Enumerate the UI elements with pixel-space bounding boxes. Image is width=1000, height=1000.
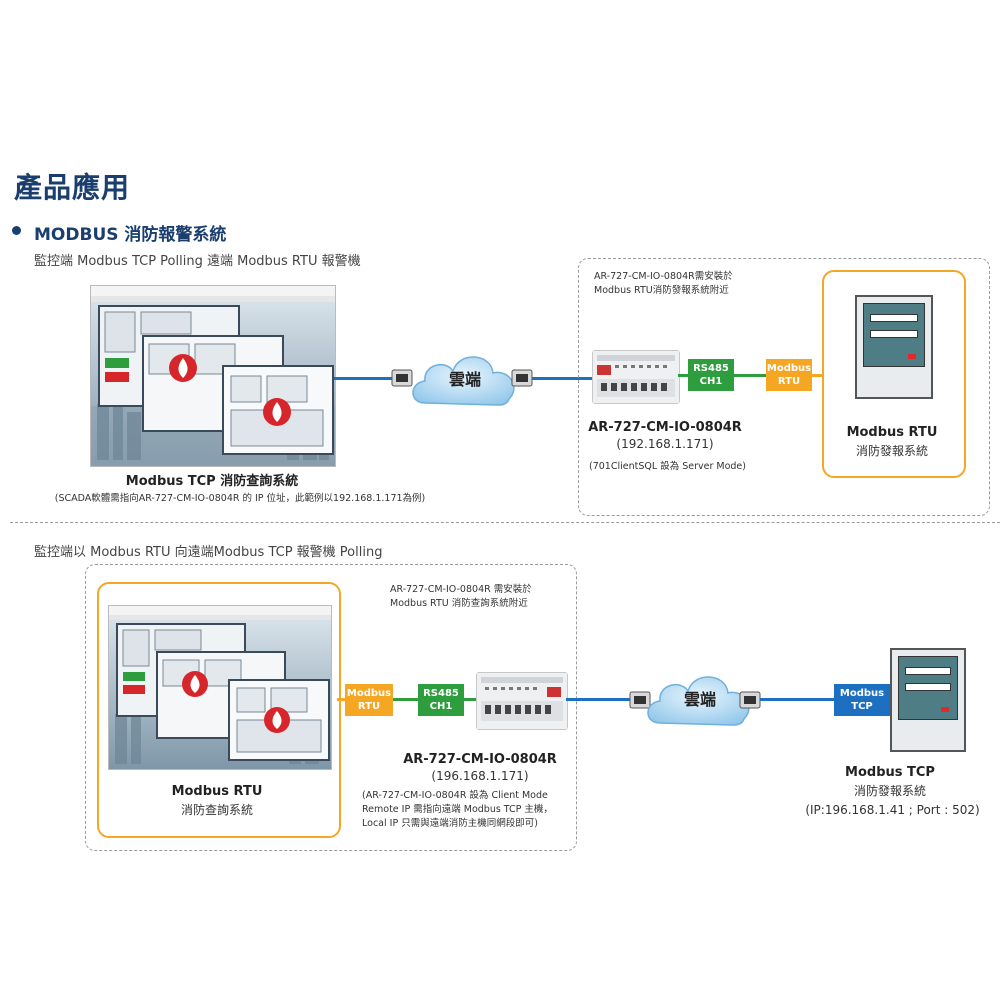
rs485-link — [734, 374, 766, 377]
rs485-link — [393, 698, 418, 701]
alarm-led — [908, 354, 916, 359]
fire-icon — [182, 671, 208, 697]
rs485-link — [678, 374, 688, 377]
scada-screenshot — [108, 605, 332, 770]
device-front-icon — [593, 351, 679, 403]
scada-screenshot — [90, 285, 336, 467]
fire-icon — [264, 707, 290, 733]
fire-icon — [263, 398, 291, 426]
modbus-rtu-link — [337, 698, 345, 701]
cloud-label: 雲端 — [683, 690, 716, 709]
modbus-text: Modbus — [766, 363, 812, 374]
device-front-icon — [477, 673, 567, 729]
modbus-rtu-link — [812, 374, 824, 377]
query-title: Modbus RTU — [171, 784, 263, 799]
network-link — [334, 377, 394, 380]
install-note-line2: Modbus RTU 消防查詢系統附近 — [390, 598, 528, 609]
query-subtitle: 消防查詢系統 — [180, 803, 253, 817]
top-remote-site-box — [578, 258, 990, 516]
rj45-plug-icon — [629, 691, 651, 709]
rj45-plug-icon — [511, 369, 533, 387]
install-note-line1: AR-727-CM-IO-0804R 需安裝於 — [390, 584, 532, 595]
device-ip: (196.168.1.171) — [431, 769, 529, 783]
rtu-text: RTU — [777, 376, 801, 387]
network-link — [760, 698, 834, 701]
device-note-line1: (AR-727-CM-IO-0804R 設為 Client Mode — [362, 790, 548, 801]
ar-727-device — [476, 672, 568, 730]
fire-icon — [169, 354, 197, 382]
scada-title: Modbus TCP 消防查詢系統 — [125, 474, 299, 489]
modbus-text: Modbus — [346, 688, 392, 699]
alarm-led — [941, 707, 949, 712]
top-description: 監控端 Modbus TCP Polling 遠端 Modbus RTU 報警機 — [34, 254, 361, 269]
device-name: AR-727-CM-IO-0804R — [403, 752, 557, 767]
server-slot — [905, 683, 951, 691]
alarm-subtitle: 消防發報系統 — [855, 444, 928, 458]
server-cabinet-icon — [855, 295, 933, 399]
alarm-subtitle: 消防發報系統 — [853, 784, 926, 798]
install-note-line1: AR-727-CM-IO-0804R需安裝於 — [594, 271, 733, 282]
server-panel — [863, 303, 925, 367]
ch1-text: CH1 — [699, 376, 723, 387]
rs485-text: RS485 — [693, 363, 729, 374]
alarm-title: Modbus RTU — [846, 425, 938, 440]
server-slot — [870, 330, 918, 338]
server-slot — [870, 314, 918, 322]
ar-727-device — [592, 350, 680, 404]
scada-note: (SCADA軟體需指向AR-727-CM-IO-0804R 的 IP 位址，此範… — [54, 493, 426, 504]
network-link — [566, 698, 632, 701]
bottom-description: 監控端以 Modbus RTU 向遠端Modbus TCP 報警機 Pollin… — [34, 545, 383, 560]
network-link — [532, 377, 592, 380]
rj45-plug-icon — [391, 369, 413, 387]
rs485-text: RS485 — [423, 688, 459, 699]
device-name: AR-727-CM-IO-0804R — [588, 420, 742, 435]
cloud-label: 雲端 — [448, 370, 481, 389]
scada-floorplan-image — [109, 606, 331, 769]
section-separator — [10, 522, 1000, 523]
rtu-text: RTU — [357, 701, 381, 712]
tcp-text: TCP — [851, 701, 873, 712]
alarm-title: Modbus TCP — [845, 765, 935, 780]
device-ip: (192.168.1.171) — [616, 437, 714, 451]
server-cabinet-icon — [890, 648, 966, 752]
rs485-link — [464, 698, 476, 701]
alarm-address: (IP:196.168.1.41 ; Port : 502) — [805, 803, 980, 817]
bottom-local-site-box — [85, 564, 577, 851]
modbus-text: Modbus — [839, 688, 885, 699]
server-panel — [898, 656, 958, 720]
cloud-icon — [647, 676, 750, 726]
section-title: MODBUS 消防報警系統 — [34, 225, 227, 245]
page-title: 產品應用 — [14, 171, 131, 204]
device-mode-note: (701ClientSQL 設為 Server Mode) — [589, 461, 746, 472]
install-note-line2: Modbus RTU消防發報系統附近 — [594, 285, 729, 296]
ch1-text: CH1 — [429, 701, 453, 712]
rj45-plug-icon — [739, 691, 761, 709]
cloud-icon — [412, 356, 515, 406]
scada-floorplan-image — [91, 286, 335, 466]
device-note-line3: Local IP 只需與遠端消防主機同網段即可) — [362, 818, 538, 829]
device-note-line2: Remote IP 需指向遠端 Modbus TCP 主機， — [362, 804, 553, 815]
bullet-icon — [12, 226, 21, 235]
server-slot — [905, 667, 951, 675]
